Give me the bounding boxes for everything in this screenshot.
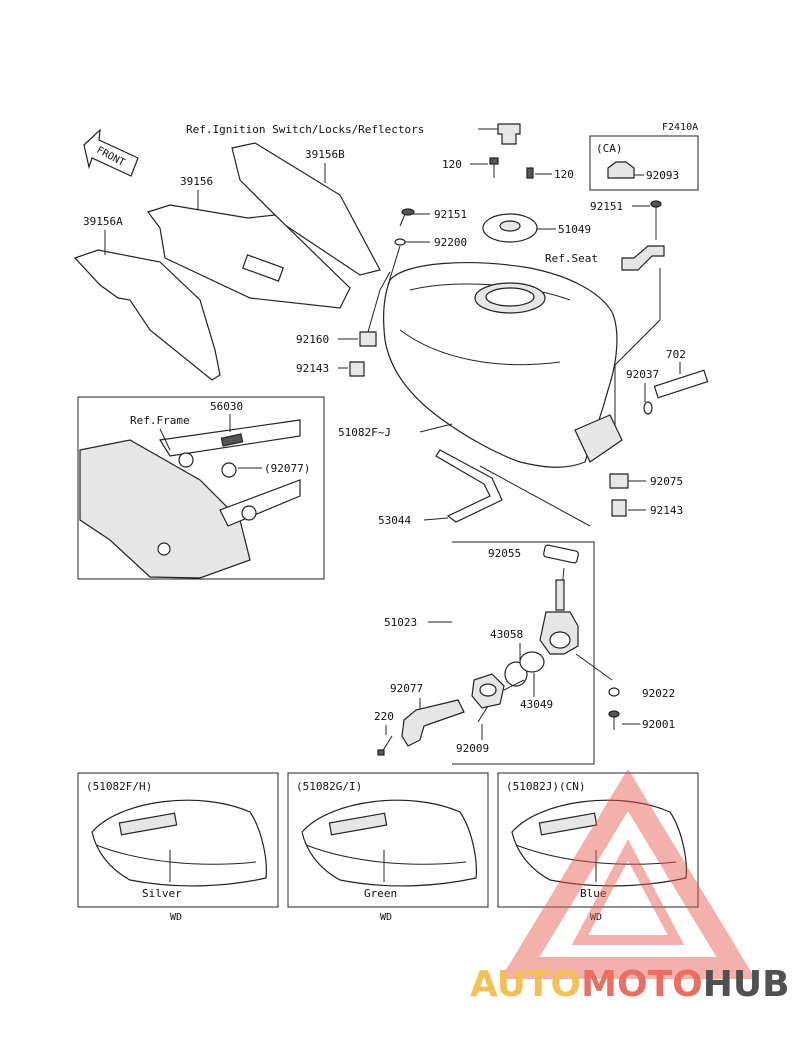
grommet-92075-part <box>609 473 629 489</box>
variant-code-3: (51082J)(CN) <box>506 780 585 793</box>
screw-92151-part <box>399 208 415 227</box>
part-label-92077a: (92077) <box>264 462 310 475</box>
ref-ignition-label: Ref.Ignition Switch/Locks/Reflectors <box>186 123 424 136</box>
part-label-92037: 92037 <box>626 368 659 381</box>
part-label-702: 702 <box>666 348 686 361</box>
variant-box-2: (51082G/I) Green <box>287 772 489 908</box>
clip-92037-part <box>643 401 653 415</box>
pad-39156-part <box>147 204 351 309</box>
washer-92200-part <box>394 238 406 246</box>
variant-color-2: Green <box>364 887 397 900</box>
screw-220-part <box>377 735 393 756</box>
variant-color-1: Silver <box>142 887 182 900</box>
svg-text:AUTOMOTOHUB: AUTOMOTOHUB <box>470 964 790 1005</box>
part-label-92075: 92075 <box>650 475 683 488</box>
watermark-logo: AUTOMOTOHUB <box>470 768 790 1005</box>
part-label-43058: 43058 <box>490 628 523 641</box>
ref-frame-label: Ref.Frame <box>130 414 190 427</box>
pad-39156b-part <box>231 142 381 276</box>
oring-43058-part <box>504 661 528 687</box>
part-label-120b: 120 <box>554 168 574 181</box>
variant-color-3: Blue <box>580 887 607 900</box>
ca-label: (CA) <box>596 142 623 155</box>
front-arrow-icon: FRONT <box>83 128 139 177</box>
part-label-92151b: 92151 <box>590 200 623 213</box>
ca-box <box>589 135 699 191</box>
pin-92009-part <box>477 705 489 723</box>
variant-note-3: WD <box>590 912 602 923</box>
collar-92143a-part <box>349 361 365 377</box>
bolt-92001-part <box>608 710 620 730</box>
watermark-part3: HUB <box>703 964 790 1005</box>
part-label-92077b: 92077 <box>390 682 423 695</box>
part-label-92009: 92009 <box>456 742 489 755</box>
variant-box-1: (51082F/H) Silver <box>77 772 279 908</box>
lever-92077-part <box>471 673 505 709</box>
frame-section-part <box>79 419 301 579</box>
grommet-92160-part <box>359 331 377 347</box>
gasket-92055-part <box>543 544 579 564</box>
bolt-92151b-part <box>650 200 662 240</box>
fuel-cock-part <box>539 567 579 655</box>
part-label-51023: 51023 <box>384 616 417 629</box>
seat-bracket-part <box>621 245 665 271</box>
part-label-51049: 51049 <box>558 223 591 236</box>
cap-plate-51049-part <box>482 213 538 243</box>
pad-39156a-part <box>73 249 221 381</box>
part-label-53044: 53044 <box>378 514 411 527</box>
part-label-92143a: 92143 <box>296 362 329 375</box>
part-label-92093: 92093 <box>646 169 679 182</box>
variant-code-2: (51082G/I) <box>296 780 362 793</box>
ref-seat-label: Ref.Seat <box>545 252 598 265</box>
frame-inset-box <box>77 396 325 580</box>
diagram-code: F2410A <box>662 122 698 133</box>
part-label-39156: 39156 <box>180 175 213 188</box>
knob-lever-part <box>401 699 465 747</box>
part-label-39156a: 39156A <box>83 215 123 228</box>
strip-53044-part <box>435 449 503 523</box>
watermark-part1: AUTO <box>470 964 581 1005</box>
variant-note-2: WD <box>380 912 392 923</box>
variant-code-1: (51082F/H) <box>86 780 152 793</box>
part-label-51082fj: 51082F~J <box>338 426 391 439</box>
packing-43049-part <box>519 651 545 673</box>
part-label-92055: 92055 <box>488 547 521 560</box>
ignition-plug-part <box>497 123 521 145</box>
washer-92022-part <box>608 687 620 697</box>
fuel-tank-part <box>383 262 623 468</box>
part-label-92200: 92200 <box>434 236 467 249</box>
variant-note-1: WD <box>170 912 182 923</box>
variant-box-3: (51082J)(CN) Blue <box>497 772 699 908</box>
bolt-120b-part <box>526 167 534 179</box>
part-label-43049: 43049 <box>520 698 553 711</box>
part-label-220: 220 <box>374 710 394 723</box>
part-label-92151a: 92151 <box>434 208 467 221</box>
part-label-56030: 56030 <box>210 400 243 413</box>
bolt-120-part <box>489 157 499 178</box>
part-label-120a: 120 <box>442 158 462 171</box>
part-label-92001: 92001 <box>642 718 675 731</box>
part-label-92143b: 92143 <box>650 504 683 517</box>
part-label-92160: 92160 <box>296 333 329 346</box>
part-label-39156b: 39156B <box>305 148 345 161</box>
hose-702-part <box>653 369 709 399</box>
watermark-part2: MOTO <box>581 964 703 1005</box>
part-label-92022: 92022 <box>642 687 675 700</box>
nut-92093-part <box>607 161 635 179</box>
collar-92143b-part <box>611 499 627 517</box>
